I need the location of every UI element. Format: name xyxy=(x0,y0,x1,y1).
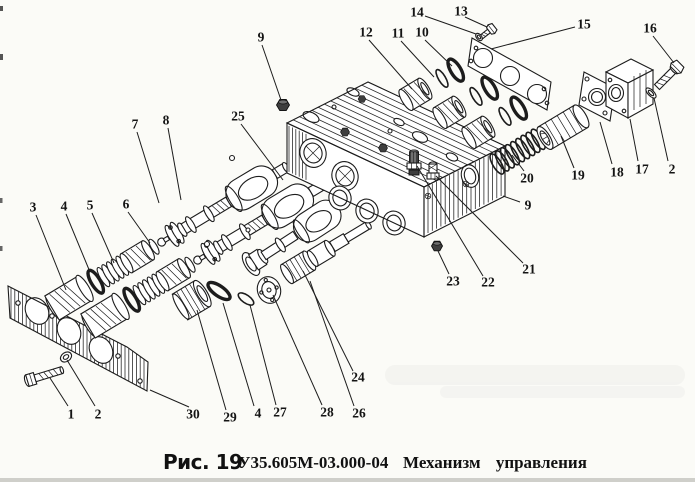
leader-line-22 xyxy=(416,165,484,277)
leader-line-11 xyxy=(400,40,435,78)
leader-line-16 xyxy=(652,35,675,64)
leader-line-1 xyxy=(49,377,69,407)
callout-21: 21 xyxy=(522,262,536,277)
watermark-smear xyxy=(385,365,685,398)
leader-line-2 xyxy=(653,97,669,162)
callout-19: 19 xyxy=(571,168,585,183)
o-ring-small xyxy=(237,292,255,306)
flange-washer xyxy=(645,87,657,99)
callout-28: 28 xyxy=(320,405,334,420)
leader-line-12 xyxy=(368,39,413,90)
callout-6: 6 xyxy=(123,197,130,212)
leader-line-7 xyxy=(136,131,160,204)
leader-line-29 xyxy=(196,309,227,411)
callout-11: 11 xyxy=(392,26,405,41)
callout-16: 16 xyxy=(643,21,657,36)
callout-8: 8 xyxy=(163,113,170,128)
end-cap xyxy=(171,279,212,321)
callout-25: 25 xyxy=(231,109,245,124)
leader-line-13 xyxy=(464,16,488,28)
callout-29: 29 xyxy=(223,410,237,425)
callout-9: 9 xyxy=(258,30,265,45)
mounting-bolt xyxy=(23,366,65,388)
leader-line-19 xyxy=(560,135,575,169)
splined-sleeve xyxy=(536,104,590,150)
callout-5: 5 xyxy=(87,198,94,213)
spool-bore-2 xyxy=(331,161,359,191)
caption-figure-number: Рис. 19 xyxy=(163,450,243,474)
caption-part-code: У35.605М-03.000-04 xyxy=(238,453,389,472)
callout-15: 15 xyxy=(577,17,591,32)
leader-line-4 xyxy=(65,213,91,273)
flange-bolt xyxy=(653,59,685,91)
leader-line-26 xyxy=(309,280,355,407)
leader-line-27 xyxy=(249,304,277,406)
callout-27: 27 xyxy=(273,405,287,420)
callout-4: 4 xyxy=(255,406,262,421)
valve-body xyxy=(285,81,507,238)
leader-line-10 xyxy=(424,39,453,67)
leader-line-21 xyxy=(435,175,524,264)
leader-line-5 xyxy=(91,212,115,264)
spool-assembly-third xyxy=(241,199,342,276)
leader-line-8 xyxy=(167,127,182,201)
callout-26: 26 xyxy=(352,406,366,421)
callout-30: 30 xyxy=(186,407,200,422)
leader-line-28 xyxy=(272,294,323,406)
leader-line-18 xyxy=(599,121,613,165)
callout-10: 10 xyxy=(415,25,429,40)
o-ring-large xyxy=(206,280,232,302)
leader-line-4 xyxy=(222,302,255,407)
callout-13: 13 xyxy=(454,4,468,19)
washer xyxy=(59,351,73,363)
leader-line-2 xyxy=(66,359,96,407)
callout-3: 3 xyxy=(30,200,37,215)
leader-line-20 xyxy=(511,154,525,172)
plug-fitting xyxy=(426,161,440,180)
callout-18: 18 xyxy=(610,165,624,180)
ribbed-fitting xyxy=(406,149,422,176)
leader-line-14 xyxy=(424,15,477,35)
callout-2: 2 xyxy=(95,407,102,422)
callout-7: 7 xyxy=(132,117,139,132)
sleeve-and-shaft xyxy=(280,220,372,285)
leader-line-25 xyxy=(240,123,284,181)
hex-nut-top xyxy=(275,98,291,112)
leader-line-24 xyxy=(302,270,354,372)
leader-line-9 xyxy=(502,195,521,203)
callout-23: 23 xyxy=(446,274,460,289)
end-block xyxy=(604,58,655,119)
spool-bore-1 xyxy=(299,138,327,168)
cover-plate xyxy=(467,37,552,111)
callout-24: 24 xyxy=(351,370,365,385)
scan-edge-marks xyxy=(0,6,3,251)
screw-washer xyxy=(475,32,483,42)
leader-line-30 xyxy=(149,389,190,408)
leader-line-9 xyxy=(261,44,282,101)
callout-2: 2 xyxy=(669,162,676,177)
caption-title: Механизм управления xyxy=(403,453,587,472)
leader-line-23 xyxy=(437,250,450,275)
leader-line-6 xyxy=(127,211,151,244)
leader-line-15 xyxy=(490,26,576,50)
leader-line-3 xyxy=(35,214,67,291)
callout-22: 22 xyxy=(481,275,495,290)
callout-12: 12 xyxy=(359,25,373,40)
callout-1: 1 xyxy=(68,407,75,422)
callout-14: 14 xyxy=(410,5,424,20)
hex-nut-front xyxy=(430,240,444,252)
leader-line-17 xyxy=(629,118,639,162)
detent-balls xyxy=(203,154,251,248)
callout-4: 4 xyxy=(61,199,68,214)
coil-spring xyxy=(489,128,546,175)
callout-17: 17 xyxy=(635,162,649,177)
scan-bottom-edge xyxy=(0,478,695,482)
callout-9: 9 xyxy=(525,198,532,213)
spool-assembly-lower xyxy=(76,168,335,343)
spool-assembly-upper xyxy=(40,150,299,325)
callout-20: 20 xyxy=(520,171,534,186)
grooved-disc xyxy=(256,276,282,304)
